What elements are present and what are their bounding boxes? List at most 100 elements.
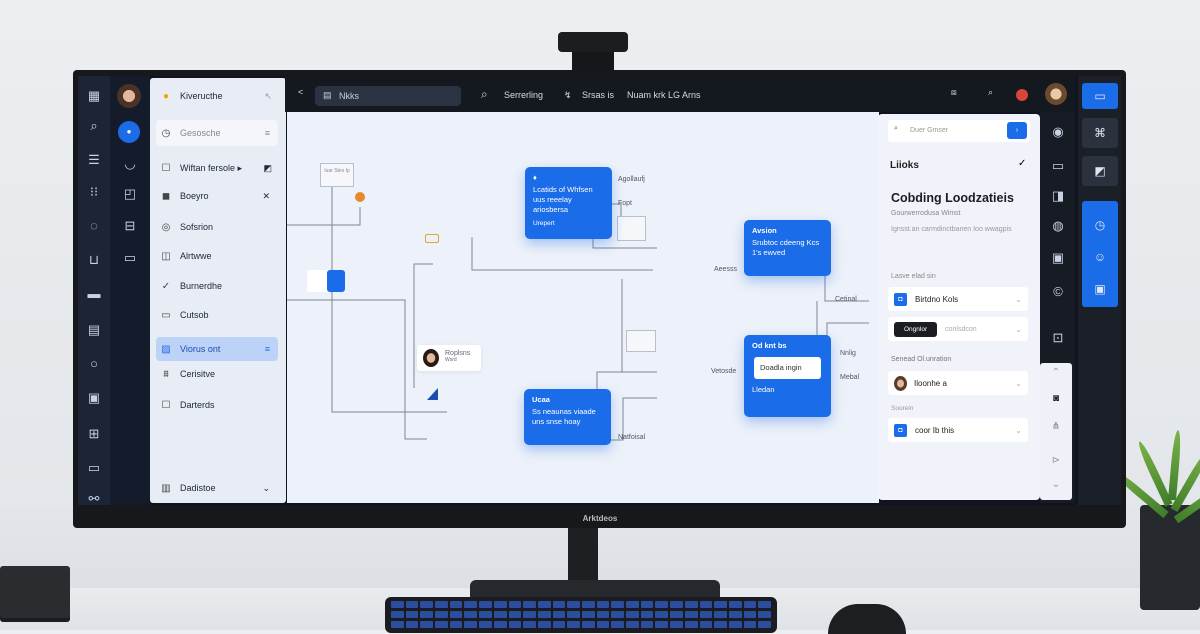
share-icon[interactable]: ⚯ xyxy=(88,491,100,505)
chat-icon[interactable]: ◌ xyxy=(90,218,98,233)
key xyxy=(479,621,492,628)
option-button[interactable]: Ongnlor xyxy=(894,321,938,337)
play-icon[interactable]: ⊳ xyxy=(1051,455,1061,466)
window-icon[interactable]: ▭ xyxy=(1051,158,1065,173)
copy-icon[interactable]: ◙ xyxy=(1052,393,1060,404)
key xyxy=(611,611,625,618)
search-icon[interactable]: ⌕ xyxy=(90,118,98,133)
sidebar-item[interactable]: ◼Boeyro✕ xyxy=(156,184,278,208)
user-icon[interactable]: ◍ xyxy=(1052,218,1064,233)
menu-icon[interactable]: ≡ xyxy=(264,128,270,138)
cube-icon[interactable]: ◨ xyxy=(1051,188,1065,203)
bag-icon[interactable]: ◰ xyxy=(123,186,137,201)
user-marker-icon xyxy=(355,192,365,202)
message-icon[interactable]: ▭ xyxy=(87,460,101,475)
small-node[interactable] xyxy=(626,330,656,352)
search-icon[interactable]: ⌕ xyxy=(481,87,488,101)
chevron-down-icon[interactable]: ⌄ xyxy=(1015,378,1022,388)
mini-node-handle[interactable] xyxy=(327,270,345,292)
flow-node[interactable]: Ucaa Ss neaunas viaade uns snse hoay xyxy=(524,389,611,445)
flow-canvas[interactable]: Iuar Stes Ip Roplsns Wsrd ♦ Lcatids of W… xyxy=(287,112,879,503)
sidebar-item-active[interactable]: ▨Viorus ont≡ xyxy=(156,337,278,361)
chevron-down-icon[interactable]: ⌄ xyxy=(1015,294,1022,304)
sidebar-footer[interactable]: ▥Dadistoe⌄ xyxy=(156,476,278,500)
image-button[interactable]: ◩ xyxy=(1082,156,1118,186)
key xyxy=(743,621,757,628)
avatar[interactable] xyxy=(1045,83,1067,105)
chevron-down-icon[interactable]: ⌄ xyxy=(1015,425,1022,435)
chevron-down-icon[interactable]: ⌄ xyxy=(262,482,270,493)
camera-icon[interactable]: ▣ xyxy=(87,390,101,405)
sidebar-search[interactable]: ◷ Gesosche ≡ xyxy=(156,120,278,146)
small-node[interactable] xyxy=(617,216,646,241)
sidebar-item[interactable]: ◎Sofsrion xyxy=(156,215,278,239)
display-icon[interactable]: ▭ xyxy=(123,250,137,265)
smile-icon[interactable]: ☺ xyxy=(1093,250,1107,264)
option-card[interactable]: ◘Birtdno Kols⌄ xyxy=(888,287,1028,311)
pin-icon[interactable]: ↖ xyxy=(264,90,272,101)
arrow-icon[interactable]: ↯ xyxy=(564,90,572,100)
avatar[interactable] xyxy=(117,84,141,108)
at-icon[interactable]: ◉ xyxy=(1052,124,1064,139)
topbar-item[interactable]: Nuam krk LG Arns xyxy=(627,90,701,100)
sidebar-item-label: Cutsob xyxy=(180,310,209,320)
person-chip[interactable]: Roplsns Wsrd xyxy=(417,345,481,371)
chevron-down-icon[interactable]: ⌄ xyxy=(1051,479,1061,490)
search-icon[interactable]: ⌕ xyxy=(988,87,994,97)
topbar-item[interactable]: Srsas is xyxy=(582,90,615,100)
menu-icon[interactable]: ≡ xyxy=(264,344,270,354)
sidebar-item[interactable]: ⩩Cerisitve xyxy=(156,362,278,386)
chevron-down-icon[interactable]: ⌄ xyxy=(1015,324,1022,334)
check-icon[interactable]: ✓ xyxy=(1018,158,1027,169)
node-input[interactable]: Doadla ingin xyxy=(754,357,821,379)
screen-icon[interactable]: ▣ xyxy=(1051,250,1065,265)
bowl-icon[interactable]: ◡ xyxy=(124,156,136,171)
chevron-up-icon[interactable]: ⌃ xyxy=(1051,367,1061,378)
sidebar-item[interactable]: ☐Wiftan fersole ▸◩ xyxy=(156,156,278,180)
sidebar-item[interactable]: ☐Darterds xyxy=(156,393,278,417)
small-node[interactable]: Iuar Stes Ip xyxy=(320,163,354,187)
key xyxy=(523,611,536,618)
sidebar-item[interactable]: ◫Alrtwwe xyxy=(156,244,278,268)
copyright-icon[interactable]: © xyxy=(1053,284,1063,299)
key xyxy=(728,611,742,618)
folder-icon[interactable]: ▬ xyxy=(87,286,101,301)
flow-node[interactable]: Avsion Srubtoc cdeeng Kcs 1's ewved xyxy=(744,220,831,276)
sidebar-title: Kiveructhe xyxy=(180,91,223,101)
clock-icon[interactable]: ◷ xyxy=(1094,218,1106,232)
key xyxy=(391,621,404,628)
inspector-search[interactable]: ⌕ Duer Gmser › xyxy=(888,120,1030,142)
panel-toggle-button[interactable]: ▭ xyxy=(1082,83,1118,109)
key xyxy=(684,611,698,618)
tag-button[interactable]: ⌘ xyxy=(1082,118,1118,148)
flow-node[interactable]: ♦ Lcatids of Whfsen uus reeelay ariosber… xyxy=(525,167,612,239)
search-label[interactable]: Serrerling xyxy=(504,90,544,100)
option-card[interactable]: ◘coor Ib this⌄ xyxy=(888,418,1028,442)
option-card[interactable]: Iloonhe a⌄ xyxy=(888,371,1028,395)
flow-node[interactable]: Od knt bs Doadla ingin Lledan xyxy=(744,335,831,417)
gamepad-icon[interactable]: ⊞ xyxy=(88,426,100,441)
active-dot-icon[interactable]: ● xyxy=(118,121,140,143)
go-button[interactable]: › xyxy=(1007,122,1027,139)
inbox-icon[interactable]: ⊔ xyxy=(88,252,100,267)
sidebar-item[interactable]: ▭Cutsob xyxy=(156,303,278,327)
grid-icon[interactable]: ▦ xyxy=(87,88,101,103)
search-input[interactable]: ▤ Nkks xyxy=(315,86,461,106)
window-icon[interactable]: ⧈ xyxy=(951,87,957,97)
note-icon[interactable]: ▣ xyxy=(1094,282,1106,296)
calendar-icon[interactable]: ▤ xyxy=(87,322,101,337)
sidebar-item[interactable]: ✓Burnerdhe xyxy=(156,274,278,298)
tree-icon[interactable]: ⋔ xyxy=(1051,421,1061,432)
image-icon[interactable]: ◩ xyxy=(263,162,272,173)
key xyxy=(596,601,610,608)
list-icon[interactable]: ☰ xyxy=(88,152,100,167)
circle-icon[interactable]: ○ xyxy=(90,356,98,371)
edit-icon[interactable]: ⊟ xyxy=(124,218,136,233)
apps-icon[interactable]: ⁝⁝ xyxy=(89,184,99,199)
notification-icon[interactable] xyxy=(1016,89,1028,101)
close-icon[interactable]: ✕ xyxy=(262,190,270,201)
briefcase-icon[interactable]: ⊡ xyxy=(1052,330,1064,345)
share-icon[interactable]: < xyxy=(298,87,304,97)
mini-node[interactable] xyxy=(307,270,345,292)
